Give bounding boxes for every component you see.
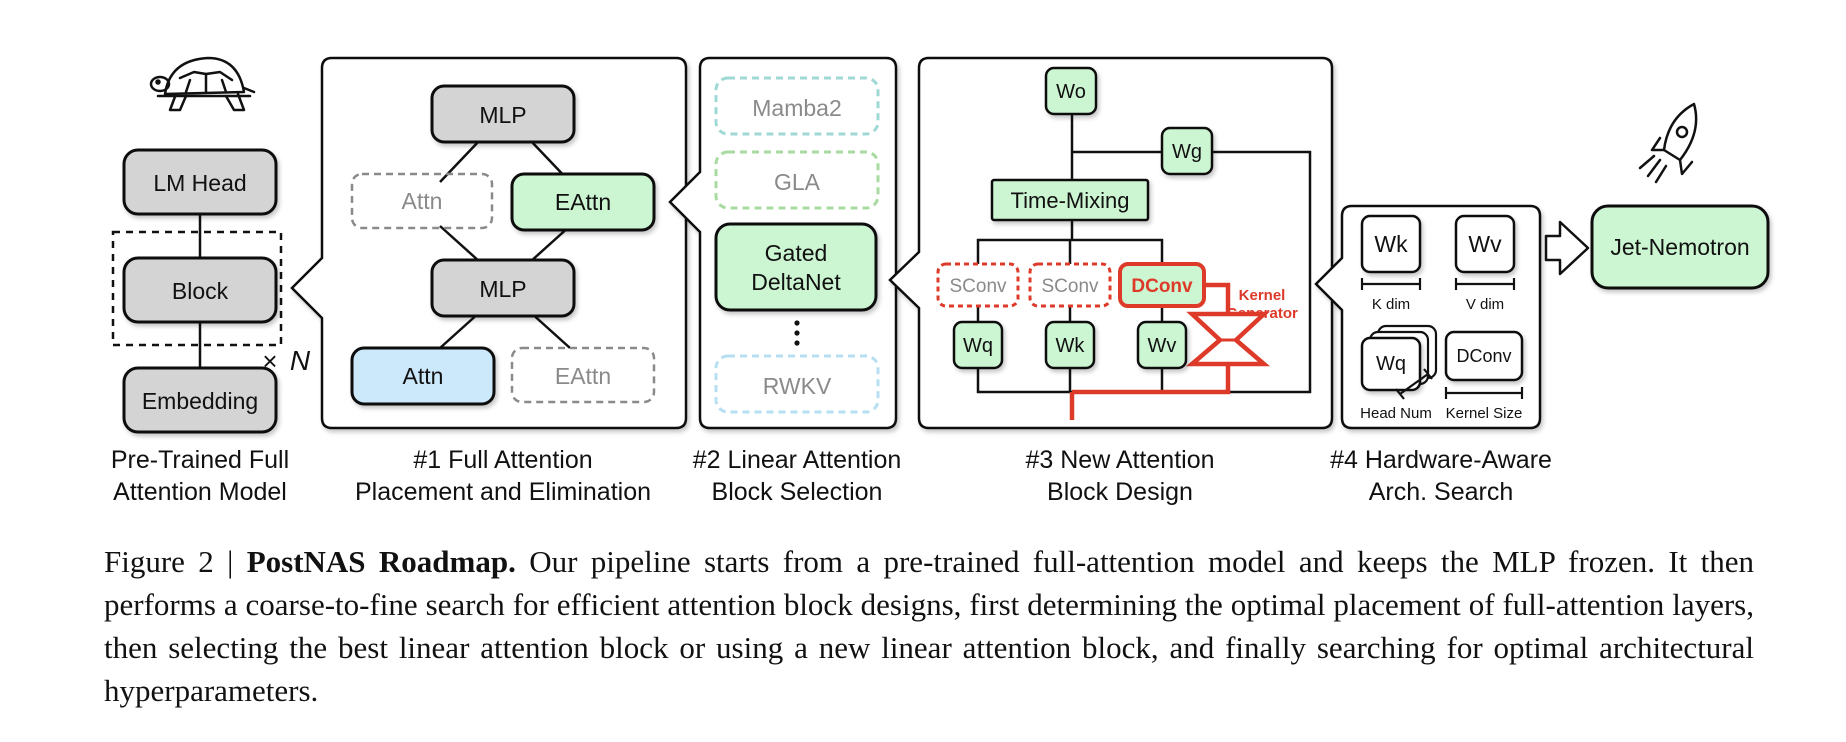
wv-label: Wv xyxy=(1148,335,1177,357)
block-label: Block xyxy=(172,278,229,304)
mamba2-label: Mamba2 xyxy=(752,95,841,121)
time-mixing-label: Time-Mixing xyxy=(1011,188,1130,213)
step1-caption-line1: #1 Full Attention xyxy=(413,446,592,474)
hp-wq-label: Wq xyxy=(1376,353,1406,375)
wk-block: Wk xyxy=(1044,320,1096,370)
gla-dashed-block: GLA xyxy=(714,150,880,210)
hp-dconv-block: DConv xyxy=(1444,330,1524,382)
head-num-bracket xyxy=(1395,368,1433,400)
hp-wq-stack: Wq xyxy=(1360,324,1438,392)
v-dim-bracket xyxy=(1454,278,1516,290)
panel-3-frame xyxy=(888,56,1334,430)
mamba2-dashed-block: Mamba2 xyxy=(714,76,880,136)
v-dim-label: V dim xyxy=(1466,296,1504,313)
wo-block: Wo xyxy=(1044,66,1098,116)
lm-head-block: LM Head xyxy=(122,148,278,216)
hp-dconv-label: DConv xyxy=(1456,346,1511,366)
step3-caption-line2: Block Design xyxy=(1047,478,1193,506)
step2-caption-line2: Block Selection xyxy=(712,478,883,506)
eattn-dashed-label: EAttn xyxy=(555,363,611,389)
caption-title: PostNAS Roadmap. xyxy=(246,544,516,579)
caption-body: Our pipeline starts from a pre-trained f… xyxy=(104,544,1754,708)
dconv-label: DConv xyxy=(1131,276,1193,297)
attn-block: Attn xyxy=(350,346,496,406)
hp-wk-block: Wk xyxy=(1360,214,1422,274)
ellipsis-dots xyxy=(794,320,800,346)
attn-dashed-block: Attn xyxy=(350,172,494,230)
head-num-label: Head Num xyxy=(1360,405,1432,422)
wo-label: Wo xyxy=(1056,81,1086,103)
output-arrow-icon xyxy=(1544,220,1590,276)
wg-block: Wg xyxy=(1160,126,1214,176)
model-caption-line1: Pre-Trained Full xyxy=(111,446,289,474)
hp-wk-label: Wk xyxy=(1374,231,1408,257)
figure-caption: Figure 2 | PostNAS Roadmap. Our pipeline… xyxy=(104,540,1754,712)
embedding-label: Embedding xyxy=(142,388,258,414)
kernel-size-bracket xyxy=(1444,387,1524,399)
sconv-label-1: SConv xyxy=(949,276,1007,297)
step2-caption-line1: #2 Linear Attention xyxy=(693,446,902,474)
mlp-top-label: MLP xyxy=(479,102,526,128)
model-caption-line2: Attention Model xyxy=(113,478,287,506)
kernel-generator-path xyxy=(1069,282,1231,420)
hp-wv-block: Wv xyxy=(1454,214,1516,274)
sconv-dashed-block-2: SConv xyxy=(1028,262,1112,308)
attn-label: Attn xyxy=(403,363,444,389)
mlp-top-block: MLP xyxy=(430,84,576,144)
step3-caption-line1: #3 New Attention xyxy=(1025,446,1214,474)
mlp-bottom-block: MLP xyxy=(430,258,576,318)
caption-prefix: Figure 2 | xyxy=(104,544,247,579)
wq-label: Wq xyxy=(963,335,993,357)
jet-nemotron-block: Jet-Nemotron xyxy=(1590,204,1770,290)
block-repeat-region xyxy=(111,230,283,347)
jet-nemotron-label: Jet-Nemotron xyxy=(1610,234,1749,260)
wv-block: Wv xyxy=(1136,320,1188,370)
gated-deltanet-block: Gated DeltaNet xyxy=(714,222,878,312)
dconv-block: DConv xyxy=(1118,262,1206,308)
step4-caption-line1: #4 Hardware-Aware xyxy=(1330,446,1552,474)
eattn-dashed-block: EAttn xyxy=(510,346,656,404)
lm-head-label: LM Head xyxy=(153,170,246,196)
panel-1-frame xyxy=(290,56,688,430)
repeat-count-label: N xyxy=(290,345,311,376)
sconv-label-2: SConv xyxy=(1041,276,1099,297)
gla-label: GLA xyxy=(774,169,821,195)
block-block: Block xyxy=(122,256,278,324)
rwkv-label: RWKV xyxy=(763,373,832,399)
eattn-block: EAttn xyxy=(510,172,656,232)
rocket-icon xyxy=(1638,102,1698,184)
kernel-size-label: Kernel Size xyxy=(1446,405,1523,422)
attn-dashed-label: Attn xyxy=(402,188,443,214)
sconv-dashed-block-1: SConv xyxy=(936,262,1020,308)
rwkv-dashed-block: RWKV xyxy=(714,354,880,414)
turtle-icon xyxy=(149,56,256,112)
wq-block: Wq xyxy=(952,320,1004,370)
embedding-block: Embedding xyxy=(122,366,278,434)
time-mixing-block: Time-Mixing xyxy=(990,178,1150,222)
gated-deltanet-label-line2: DeltaNet xyxy=(751,269,841,295)
wk-label: Wk xyxy=(1056,335,1086,357)
step4-caption-line2: Arch. Search xyxy=(1369,478,1514,506)
gated-deltanet-label-line1: Gated xyxy=(765,240,828,266)
wg-label: Wg xyxy=(1172,141,1202,163)
hp-wv-label: Wv xyxy=(1468,231,1502,257)
kernel-generator-label-line1: Kernel xyxy=(1239,287,1286,304)
eattn-label: EAttn xyxy=(555,189,611,215)
k-dim-bracket xyxy=(1360,278,1422,290)
mlp-bottom-label: MLP xyxy=(479,276,526,302)
k-dim-label: K dim xyxy=(1372,296,1410,313)
step1-caption-line2: Placement and Elimination xyxy=(355,478,651,506)
